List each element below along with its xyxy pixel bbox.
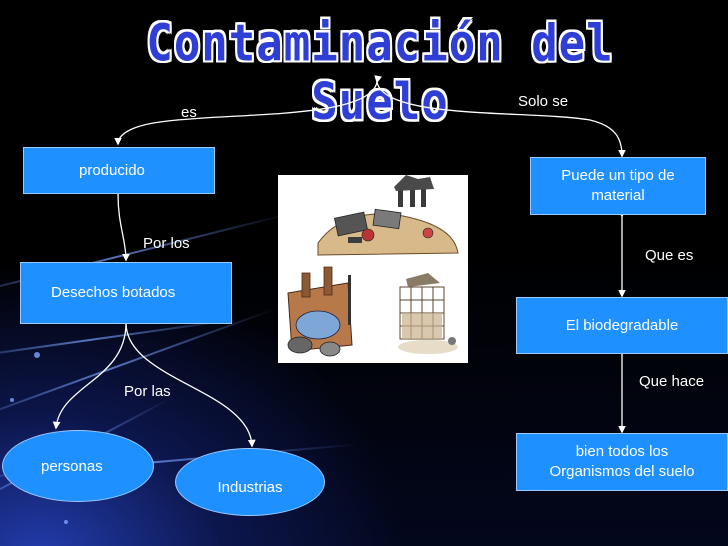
- link-label-que-hace: Que hace: [639, 373, 705, 390]
- pollution-clipart-icon: [278, 175, 468, 363]
- node-personas: personas: [2, 430, 154, 502]
- link-label-por-los: Por los: [143, 235, 190, 252]
- node-bien-line-2: Organismos del suelo: [549, 463, 695, 480]
- connector-producido-desechos: [114, 187, 130, 262]
- connector-title-puede: [376, 81, 626, 158]
- link-label-por-las: Por las: [124, 383, 171, 400]
- node-bien-line-1: bien todos los: [575, 443, 669, 460]
- node-bien-organismos: bien todos los Organismos del suelo: [516, 433, 728, 491]
- node-puede-material: Puede un tipo de material: [530, 157, 706, 215]
- decorative-dot: [34, 352, 40, 358]
- link-label-que-es: Que es: [645, 247, 694, 264]
- decorative-dot: [10, 398, 14, 402]
- link-label-solo-se: Solo se: [518, 93, 569, 110]
- node-puede-line-1: Puede un tipo de: [561, 167, 675, 184]
- node-biodegradable: El biodegradable: [516, 297, 728, 354]
- node-industrias: Industrias: [175, 448, 325, 516]
- connector-title-producido: [114, 75, 382, 146]
- link-label-es: es: [181, 104, 197, 121]
- node-puede-line-2: material: [591, 187, 645, 204]
- node-desechos-botados: Desechos botados: [20, 262, 232, 324]
- connector-desechos-personas: [52, 316, 130, 430]
- decorative-dot: [64, 520, 68, 524]
- connector-desechos-industrias: [125, 322, 256, 448]
- node-producido: producido: [23, 147, 215, 194]
